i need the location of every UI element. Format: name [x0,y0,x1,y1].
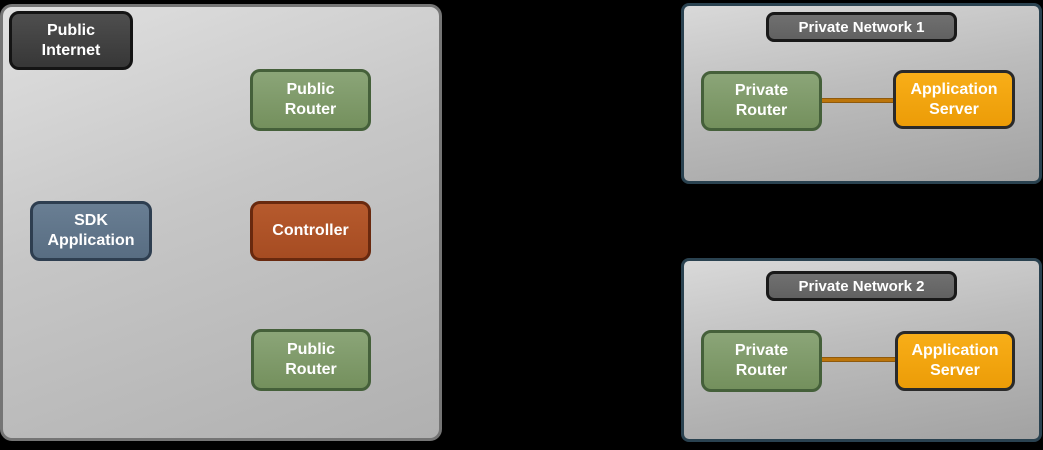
node-public-internet: Public Internet [9,11,133,70]
node-controller-label: Controller [272,222,349,240]
node-public-router-top: Public Router [250,69,371,131]
node-sdk-application-label: SDK Application [47,212,135,249]
node-public-router-bottom-label: Public Router [285,341,337,378]
private-network-1-title-label: Private Network 1 [798,18,925,36]
private-network-2-title: Private Network 2 [766,271,957,301]
private-network-2-title-label: Private Network 2 [798,277,925,295]
node-private-router-2: Private Router [701,330,822,392]
node-private-router-1-label: Private Router [734,82,789,119]
node-sdk-application: SDK Application [30,201,152,261]
node-public-router-bottom: Public Router [251,329,371,391]
node-public-internet-label: Public Internet [41,21,101,59]
node-private-router-1: Private Router [701,71,822,131]
node-application-server-1-label: Application Server [910,80,998,118]
node-private-router-2-label: Private Router [734,342,789,379]
connector-line-network-2 [822,357,896,362]
connector-line-network-1 [821,98,894,103]
node-application-server-2: Application Server [895,331,1015,391]
node-application-server-2-label: Application Server [911,342,999,379]
private-network-1-title: Private Network 1 [766,12,957,42]
node-controller: Controller [250,201,371,261]
node-public-router-top-label: Public Router [284,81,337,118]
node-application-server-1: Application Server [893,70,1015,129]
